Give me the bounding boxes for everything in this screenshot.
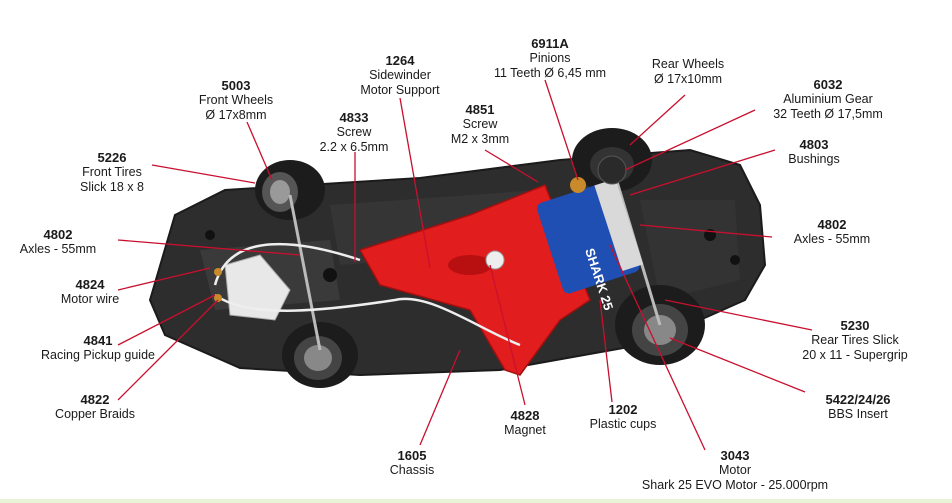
part-code: 4833 <box>339 110 369 125</box>
callout-axles-rear: 4802 Axles - 55mm <box>794 217 870 247</box>
motor-wires <box>213 242 521 347</box>
part-code: 4828 <box>510 408 540 423</box>
pinion-gear <box>570 177 586 193</box>
callout-copper-braids: 4822 Copper Braids <box>55 392 135 422</box>
part-desc: Front Tires <box>82 165 142 179</box>
part-code: 6032 <box>813 77 843 92</box>
front-wheel-top <box>255 160 325 220</box>
part-desc: Rear Tires Slick <box>811 333 899 347</box>
part-code: 4802 <box>817 217 847 232</box>
part-desc: Bushings <box>788 152 840 166</box>
bottom-rule <box>0 499 952 503</box>
part-desc: 11 Teeth Ø 6,45 mm <box>493 66 607 80</box>
leader-lines <box>117 79 813 451</box>
part-desc: Rear Wheels <box>651 57 725 71</box>
magnet-slot <box>448 255 492 275</box>
callout-screw-m2: 4851 Screw M2 x 3mm <box>451 102 509 147</box>
part-desc: Axles - 55mm <box>19 242 97 256</box>
braid-left <box>214 268 222 276</box>
part-desc: Screw <box>462 117 498 131</box>
callout-plastic-cups: 1202 Plastic cups <box>590 402 657 432</box>
part-desc: BBS Insert <box>828 407 888 421</box>
part-code: 1605 <box>397 448 427 463</box>
callout-aluminium-gear: 6032 Aluminium Gear 32 Teeth Ø 17,5mm <box>773 77 883 122</box>
part-desc: Chassis <box>389 463 435 477</box>
callout-rear-wheels: Rear Wheels Ø 17x10mm <box>652 57 724 87</box>
motor-body: SHARK 25 <box>536 178 644 312</box>
part-code: 4841 <box>83 333 113 348</box>
callout-pickup-guide: 4841 Racing Pickup guide <box>41 333 155 363</box>
callout-pinions: 6911A Pinions 11 Teeth Ø 6,45 mm <box>494 36 606 81</box>
part-code: 6911A <box>531 36 569 51</box>
callout-chassis: 1605 Chassis <box>390 448 434 478</box>
part-code: 1264 <box>385 53 415 68</box>
part-desc: Motor wire <box>60 292 120 306</box>
part-desc: Copper Braids <box>55 407 135 421</box>
part-code: 4802 <box>43 227 73 242</box>
part-desc: Front Wheels <box>198 93 274 107</box>
callout-front-wheels: 5003 Front Wheels Ø 17x8mm <box>199 78 273 123</box>
part-desc: M2 x 3mm <box>450 132 510 146</box>
callout-front-tires: 5226 Front Tires Slick 18 x 8 <box>80 150 144 195</box>
part-desc: Slick 18 x 8 <box>80 180 144 194</box>
part-desc: Motor Support <box>360 83 440 97</box>
part-code: 4824 <box>75 277 105 292</box>
callout-magnet: 4828 Magnet <box>504 408 546 438</box>
part-code: 5230 <box>840 318 870 333</box>
callout-motor-support: 1264 Sidewinder Motor Support <box>360 53 439 98</box>
part-desc: Aluminium Gear <box>783 92 873 106</box>
part-desc: Racing Pickup guide <box>41 348 155 362</box>
callout-motor-wire: 4824 Motor wire <box>61 277 119 307</box>
braid-right <box>214 294 222 302</box>
part-code: 1202 <box>608 402 638 417</box>
part-desc: Screw <box>336 125 372 139</box>
part-code: 4851 <box>465 102 495 117</box>
part-desc: Axles - 55mm <box>793 232 871 246</box>
front-axle <box>288 194 322 351</box>
part-code: 4822 <box>80 392 110 407</box>
part-code: 5422/24/26 <box>825 392 891 407</box>
callout-bbs-insert: 5422/24/26 BBS Insert <box>825 392 890 422</box>
part-code: 3043 <box>720 448 750 463</box>
part-desc: Shark 25 EVO Motor - 25.000rpm <box>641 478 829 492</box>
part-code: 5003 <box>221 78 251 93</box>
part-code: 4803 <box>799 137 829 152</box>
callout-axles-front: 4802 Axles - 55mm <box>20 227 96 257</box>
part-code: 5226 <box>97 150 127 165</box>
part-desc: 20 x 11 - Supergrip <box>802 348 908 362</box>
callout-bushings: 4803 Bushings <box>788 137 839 167</box>
front-wheel-bottom <box>282 322 358 388</box>
part-desc: Ø 17x8mm <box>205 108 267 122</box>
part-desc: Magnet <box>504 423 546 437</box>
part-desc: Plastic cups <box>589 417 657 431</box>
part-desc: Ø 17x10mm <box>653 72 723 86</box>
part-desc: Sidewinder <box>369 68 431 82</box>
part-desc: 2.2 x 6.5mm <box>319 140 389 154</box>
crown-gear <box>597 155 627 185</box>
part-desc: Motor <box>719 463 751 477</box>
part-desc: Pinions <box>529 51 571 65</box>
callout-rear-tires: 5230 Rear Tires Slick 20 x 11 - Supergri… <box>802 318 907 363</box>
callout-screw-2-2: 4833 Screw 2.2 x 6.5mm <box>320 110 389 155</box>
motor-support-frame <box>358 184 591 376</box>
callout-motor: 3043 Motor Shark 25 EVO Motor - 25.000rp… <box>642 448 828 493</box>
part-desc: 32 Teeth Ø 17,5mm <box>773 107 883 121</box>
